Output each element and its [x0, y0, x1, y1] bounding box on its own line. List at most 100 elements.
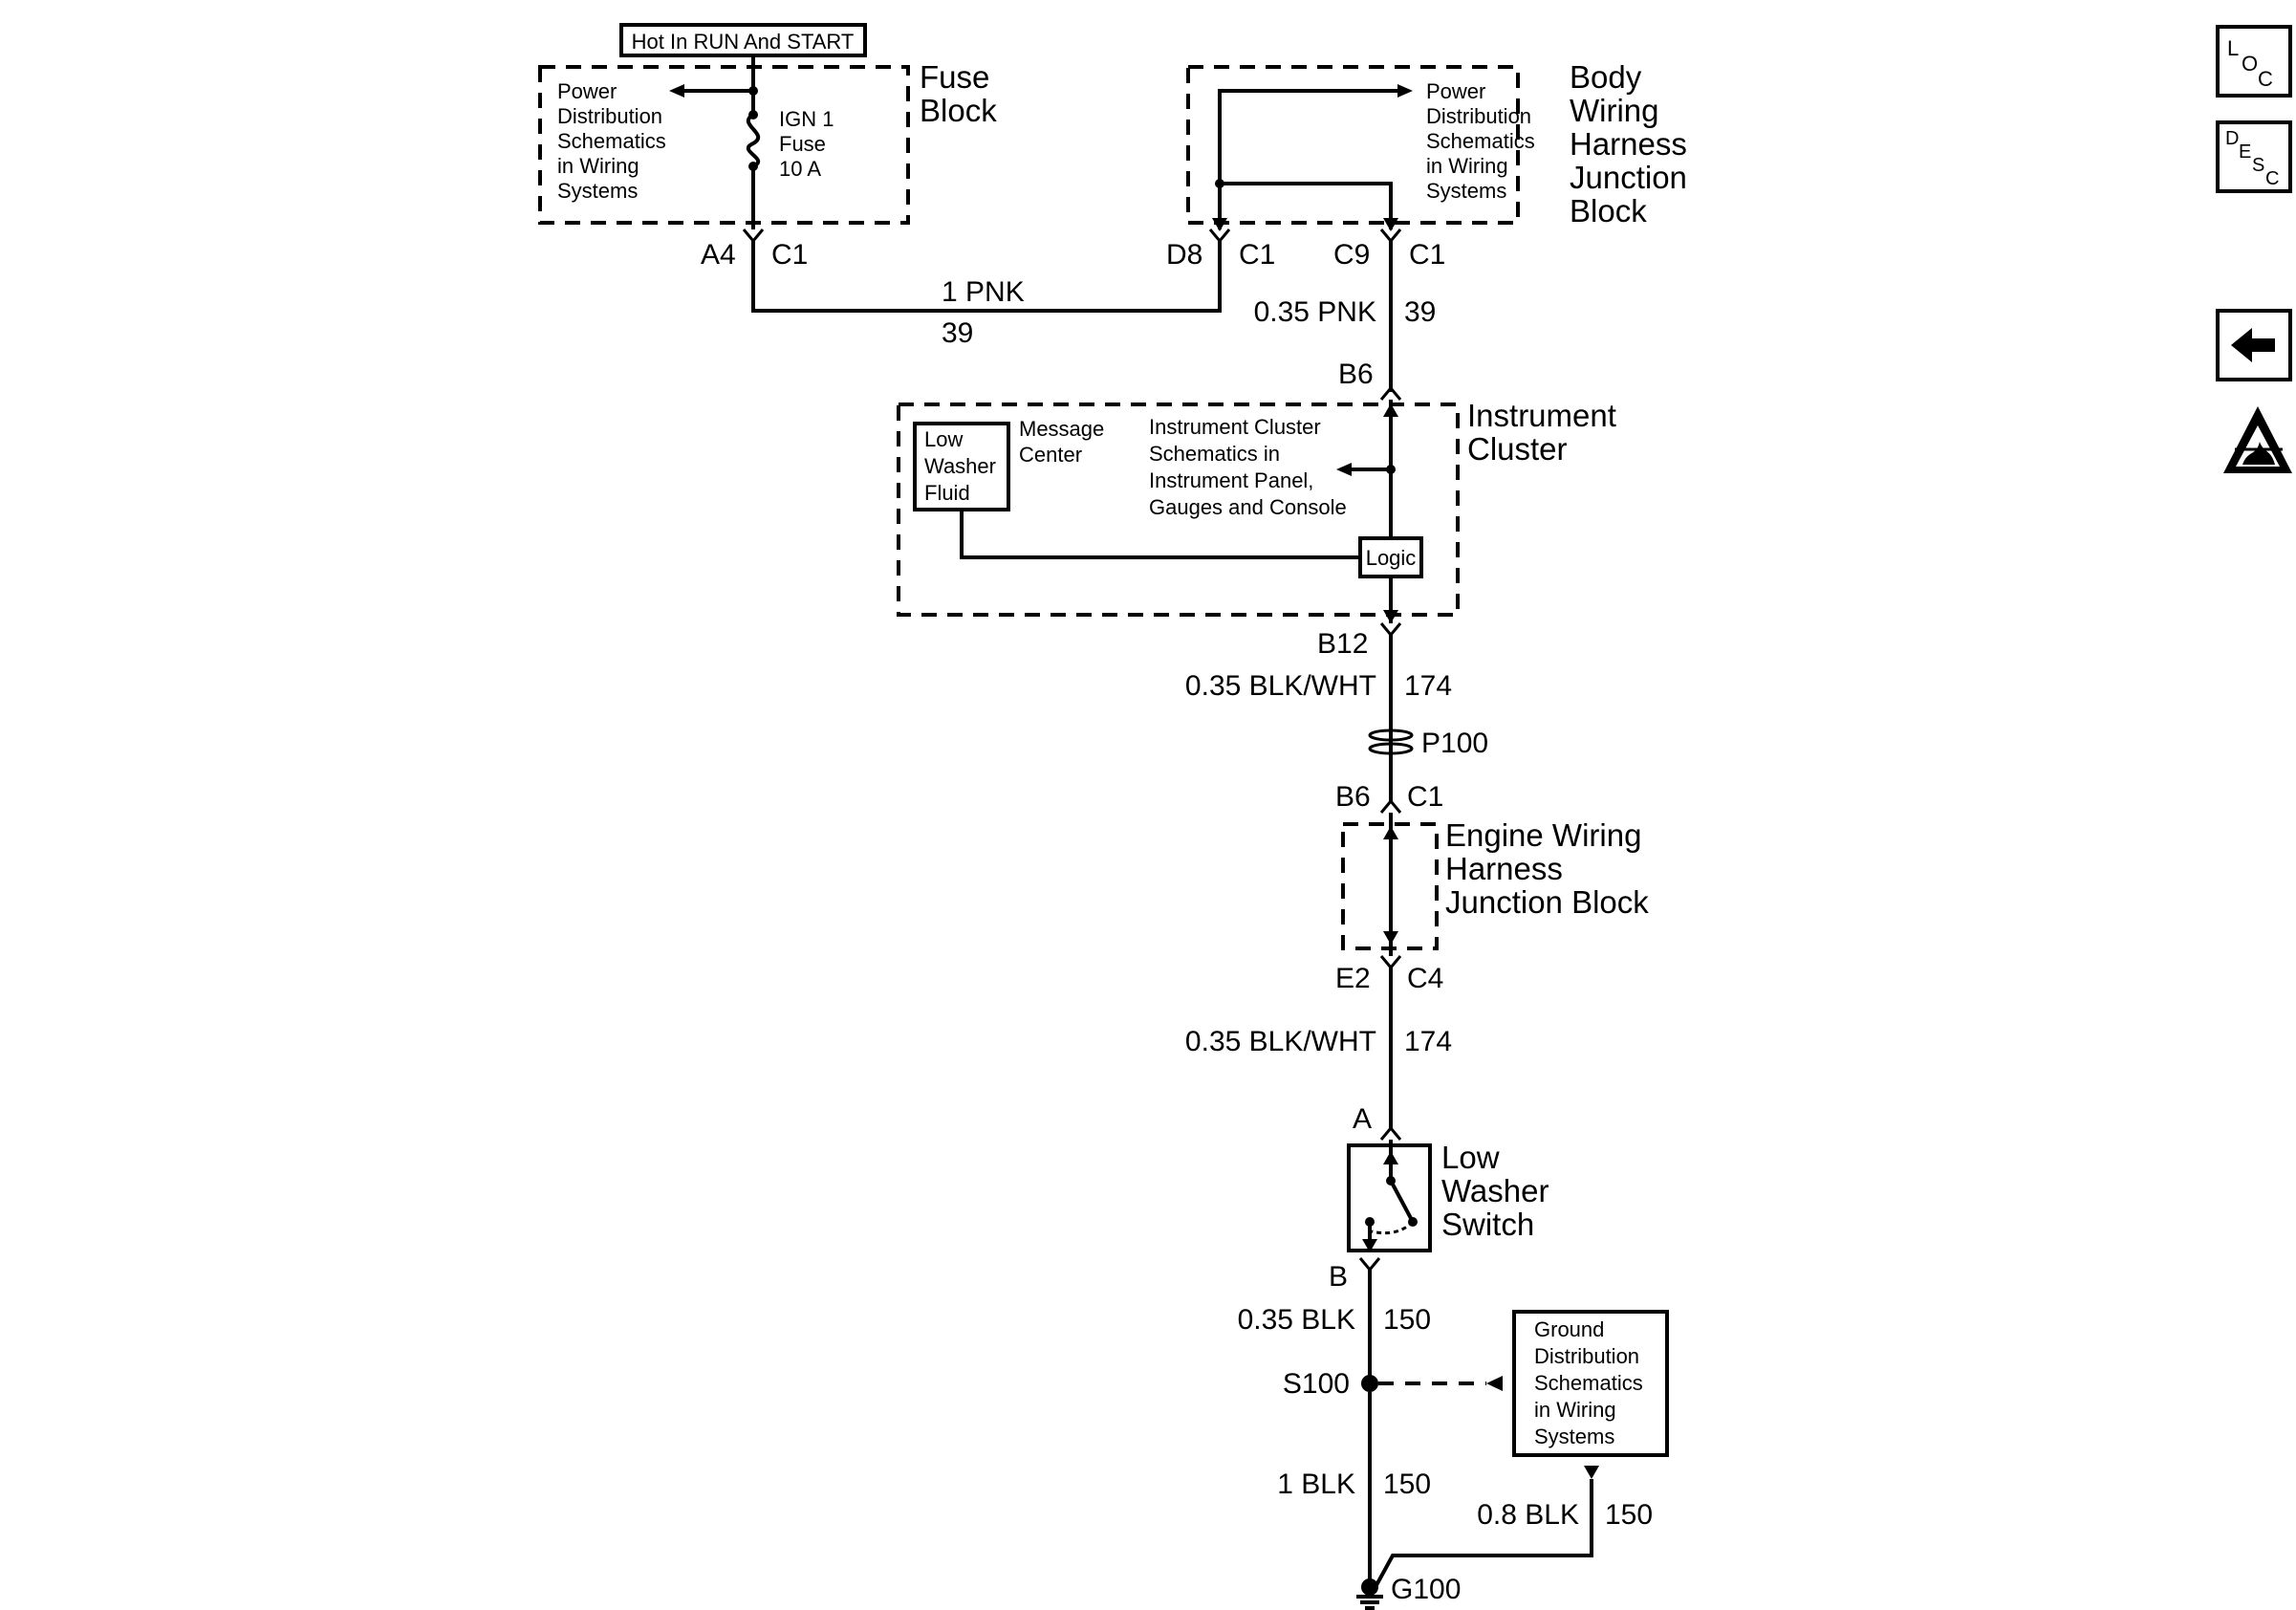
connector-icon: [1379, 385, 1402, 401]
svg-text:Switch: Switch: [1441, 1207, 1534, 1242]
fuse-block: Hot In RUN And START Fuse Block Power Di…: [538, 23, 997, 271]
low-washer-fluid-label: Low Washer Fluid: [924, 427, 996, 505]
wire-3-gauge: 0.35 BLK/WHT: [1185, 670, 1376, 702]
arrow-right-icon: [1397, 84, 1413, 98]
engine-pin-e2: E2: [1335, 963, 1371, 994]
arrow-up-icon: [1383, 826, 1398, 839]
body-junction-outline: [1186, 65, 1520, 225]
ground-g100: G100: [1356, 1574, 1461, 1610]
arrow-up-icon: [1383, 1151, 1398, 1164]
wire-5-circuit: 150: [1383, 1304, 1431, 1336]
instrument-cluster-ref: Instrument Cluster Schematics in Instrum…: [1149, 415, 1347, 519]
loc-button[interactable]: L O C: [2216, 25, 2292, 98]
instrument-cluster-name-2: Cluster: [1467, 431, 1568, 467]
connector-icon: [1379, 798, 1402, 814]
arrow-down-icon: [1383, 610, 1398, 623]
splice-s100-label: S100: [1283, 1368, 1350, 1400]
arrow-left-icon: [1486, 1376, 1503, 1391]
instrument-cluster-name-1: Instrument: [1467, 398, 1616, 433]
connector-icon: [1358, 1257, 1381, 1273]
svg-text:C: C: [2265, 168, 2279, 189]
svg-text:Power: Power: [1426, 79, 1485, 103]
message-center-2: Center: [1019, 443, 1082, 467]
esd-warning-icon: [2223, 406, 2292, 473]
desc-button[interactable]: D E S C: [2216, 120, 2292, 193]
p100-connector: P100: [1368, 728, 1488, 759]
svg-text:Distribution: Distribution: [1534, 1344, 1639, 1368]
low-washer-switch-name: Low Washer Switch: [1441, 1140, 1549, 1242]
switch-contact-icon: [1389, 1180, 1415, 1223]
splice-s100-dot: [1361, 1375, 1378, 1392]
wire-4-gauge: 0.35 BLK/WHT: [1185, 1026, 1376, 1057]
ign1-fuse-label: IGN 1 Fuse 10 A: [779, 107, 834, 181]
engine-junction-block: B6 C1 Engine Wiring Harness Junction Blo…: [1335, 781, 1649, 994]
svg-text:in Wiring: in Wiring: [1534, 1398, 1616, 1422]
svg-text:D: D: [2225, 128, 2239, 149]
wire-1-gauge: 1 PNK: [942, 276, 1025, 308]
wire-5-gauge: 0.35 BLK: [1238, 1304, 1355, 1336]
wire-7-circuit: 150: [1605, 1499, 1653, 1531]
ground-distribution-box: [1512, 1310, 1669, 1457]
ground-distribution-ref: Ground Distribution Schematics in Wiring…: [1512, 1310, 1669, 1479]
svg-text:Instrument Cluster: Instrument Cluster: [1149, 415, 1321, 439]
svg-text:Fuse: Fuse: [779, 132, 826, 156]
svg-text:C: C: [2258, 67, 2273, 91]
low-washer-fluid-box: [913, 422, 1010, 511]
fuse-block-name-1: Fuse: [920, 59, 989, 95]
body-junction-block: Body Wiring Harness Junction Block Power…: [1166, 59, 1687, 271]
svg-text:Washer: Washer: [1441, 1173, 1549, 1208]
svg-text:Schematics: Schematics: [1534, 1371, 1643, 1395]
arrow-down-icon: [1383, 931, 1398, 945]
cluster-pin-b12: B12: [1317, 628, 1368, 660]
svg-text:Low: Low: [1441, 1140, 1500, 1175]
hot-in-run-start-box: [619, 23, 867, 57]
arrow-down-icon: [1362, 1239, 1377, 1252]
svg-text:Gauges and Console: Gauges and Console: [1149, 495, 1347, 519]
fuse-block-outline: [538, 65, 910, 225]
back-button[interactable]: [2216, 309, 2292, 381]
svg-text:Junction Block: Junction Block: [1445, 884, 1649, 920]
svg-text:Fluid: Fluid: [924, 481, 970, 505]
body-conn-c1-right: C1: [1409, 239, 1445, 271]
fuse-icon: [746, 113, 761, 168]
svg-text:Harness: Harness: [1570, 126, 1687, 162]
svg-text:Schematics: Schematics: [1426, 129, 1535, 153]
instrument-cluster-outline: [897, 402, 1460, 617]
connector-icon: [742, 228, 765, 244]
wire-7-gauge: 0.8 BLK: [1477, 1499, 1579, 1531]
arrow-up-icon: [1383, 403, 1398, 417]
arrow-left-icon: [669, 84, 684, 98]
svg-text:Engine Wiring: Engine Wiring: [1445, 817, 1641, 853]
connector-icon: [1379, 1125, 1402, 1141]
hot-in-run-start-label: Hot In RUN And START: [632, 30, 855, 54]
engine-conn-c4: C4: [1407, 963, 1443, 994]
wire-1-pnk: [751, 241, 1222, 313]
connector-icon: [1208, 228, 1231, 244]
svg-text:S: S: [2252, 155, 2264, 176]
svg-text:in Wiring: in Wiring: [1426, 154, 1508, 178]
switch-pin-a: A: [1353, 1103, 1372, 1135]
arrow-down-icon: [1212, 218, 1227, 231]
svg-text:IGN 1: IGN 1: [779, 107, 834, 131]
svg-text:Systems: Systems: [1534, 1425, 1614, 1448]
svg-text:E: E: [2239, 141, 2251, 163]
cluster-pin-b6: B6: [1338, 359, 1374, 390]
wire-2-gauge: 0.35 PNK: [1254, 296, 1376, 328]
engine-junction-name: Engine Wiring Harness Junction Block: [1445, 817, 1649, 920]
svg-text:Low: Low: [924, 427, 963, 451]
svg-text:Body: Body: [1570, 59, 1642, 95]
svg-text:Distribution: Distribution: [1426, 104, 1531, 128]
svg-text:Systems: Systems: [1426, 179, 1506, 203]
wire-3-circuit: 174: [1404, 670, 1452, 702]
svg-text:Schematics in: Schematics in: [1149, 442, 1280, 466]
p100-label: P100: [1421, 728, 1488, 759]
wire-2-circuit: 39: [1404, 296, 1436, 328]
svg-text:Junction: Junction: [1570, 160, 1687, 195]
arrow-down-icon: [1584, 1466, 1599, 1479]
svg-text:in Wiring: in Wiring: [557, 154, 639, 178]
fuse-pin-a4: A4: [701, 239, 736, 271]
body-junction-name: Body Wiring Harness Junction Block: [1570, 59, 1687, 228]
svg-text:O: O: [2242, 52, 2258, 76]
body-pin-d8: D8: [1166, 239, 1202, 271]
